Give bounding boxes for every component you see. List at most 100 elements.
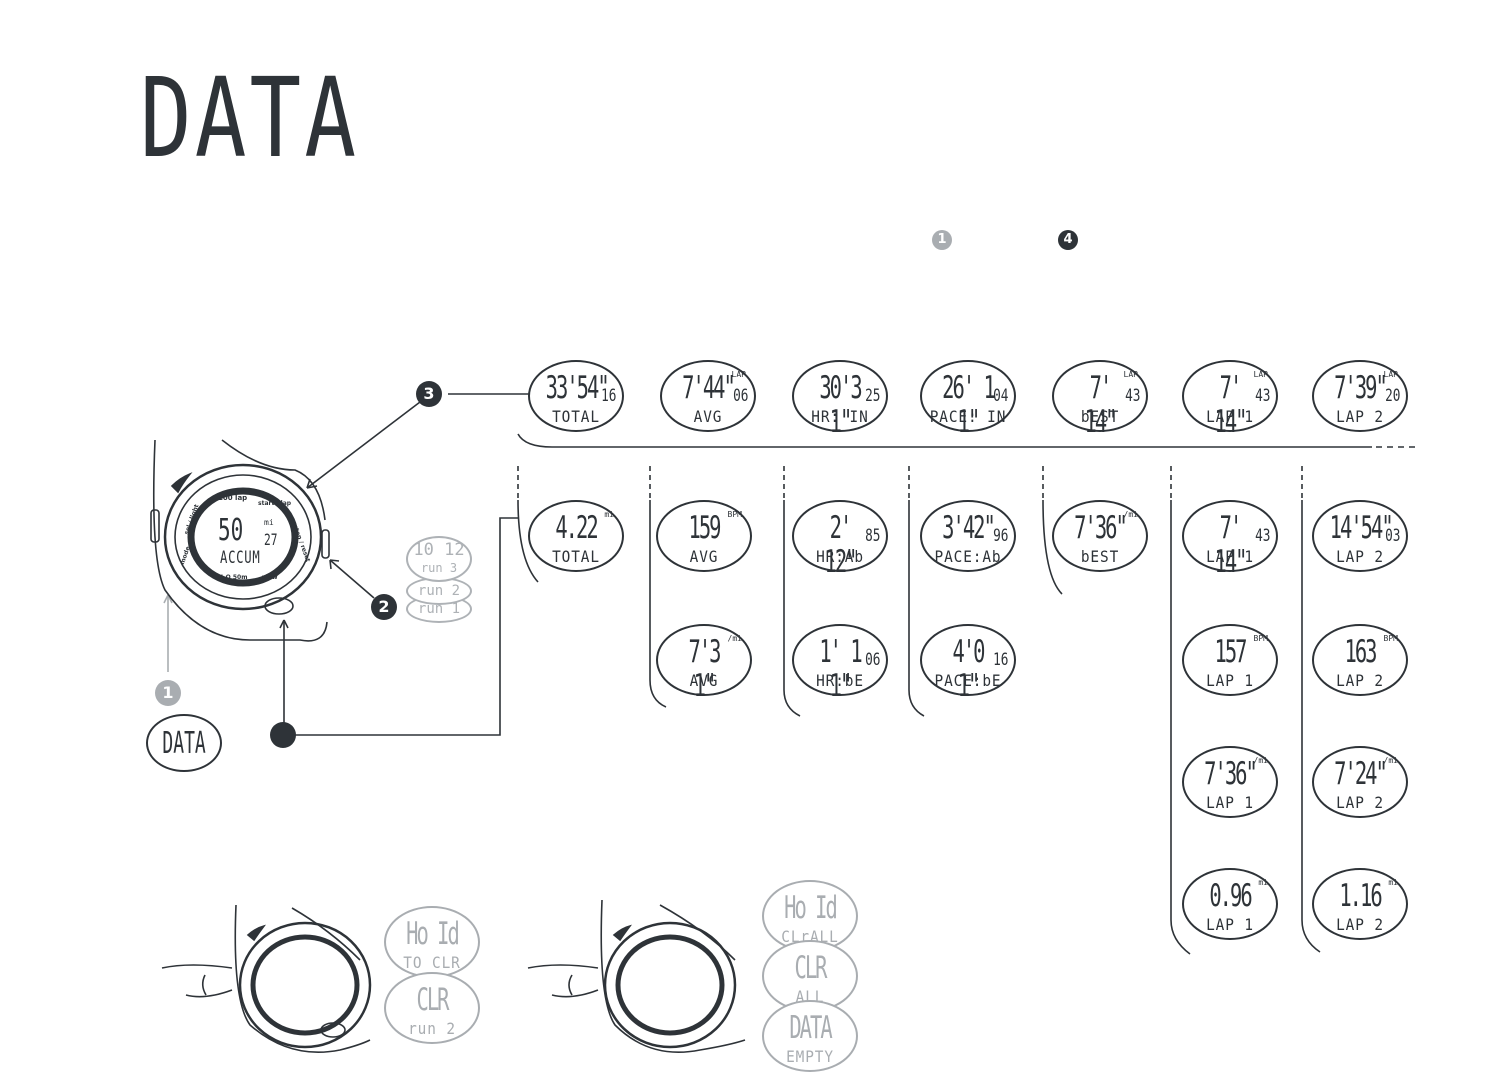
lcd-col6-2-unit: BPM: [1253, 634, 1268, 643]
lcd-col7-1-sub: 03: [1384, 526, 1400, 546]
page-title: DATA: [140, 54, 360, 182]
lcd-top-1-sub: 16: [600, 386, 616, 406]
watch-ring-bottom2: view: [262, 574, 278, 581]
lcd-col6-3-label: LAP 1: [1206, 793, 1254, 812]
run-stack-time: 10 12: [413, 540, 465, 560]
lcd-col7-2-main: 163: [1344, 634, 1377, 670]
lcd-clear-all-1-main: Ho Id: [784, 890, 838, 926]
lcd-col4-1-sub: 96: [992, 526, 1008, 546]
run-stack-item-3: 10 12 run 3: [406, 536, 472, 582]
lcd-col7-4-unit: mi: [1388, 878, 1398, 887]
lcd-col7-4-label: LAP 2: [1336, 915, 1384, 934]
lcd-top-2-main: 7'44": [682, 370, 736, 406]
lcd-top-7-sub: 20: [1384, 386, 1400, 406]
lcd-col6-2-label: LAP 1: [1206, 671, 1254, 690]
lcd-top-6-label: LAP 1: [1206, 407, 1254, 426]
lcd-clear-one-1-label: TO CLR: [403, 953, 461, 972]
lcd-col7-3-unit: /mi: [1383, 756, 1398, 765]
lcd-col7-3-label: LAP 2: [1336, 793, 1384, 812]
lcd-top-1-main: 33'54": [545, 370, 610, 406]
lcd-top-1-label: TOTAL: [552, 407, 600, 426]
lcd-top-4-main: 26' 1 1": [942, 370, 996, 440]
lcd-top-7-main: 7'39": [1334, 370, 1388, 406]
lcd-col1-1-label: TOTAL: [552, 547, 600, 566]
lcd-top-2-label: AVG: [693, 407, 723, 426]
lcd-col5-1-unit: /mi: [1123, 510, 1138, 519]
lcd-col6-3-unit: /mi: [1253, 756, 1268, 765]
lcd-col3-1-sub: 85: [864, 526, 880, 546]
step-badge-3: 3: [416, 381, 442, 407]
lcd-col7-2-label: LAP 2: [1336, 671, 1384, 690]
lcd-col6-2: 157 BPM LAP 1: [1182, 624, 1278, 696]
lcd-col7-1-main: 14'54": [1329, 510, 1394, 546]
lcd-col5-1-main: 7'36": [1074, 510, 1128, 546]
step-badge-4: [270, 722, 296, 748]
lcd-top-3-label: HR: IN: [811, 407, 869, 426]
lcd-col3-2-label: HR:bE: [816, 671, 864, 690]
lcd-col4-1-main: 3'42": [942, 510, 996, 546]
watch-display-main: 50: [218, 513, 244, 548]
lcd-col6-4-label: LAP 1: [1206, 915, 1254, 934]
lcd-col1-1-main: 4.22: [555, 510, 598, 546]
lcd-col6-2-main: 157: [1214, 634, 1247, 670]
lcd-col6-1-sub: 43: [1254, 526, 1270, 546]
lcd-col7-4-main: 1.16: [1339, 878, 1382, 914]
lcd-col7-2-unit: BPM: [1383, 634, 1398, 643]
lcd-top-3-sub: 25: [864, 386, 880, 406]
step-badge-1: 1: [155, 680, 181, 706]
lcd-col6-1-main: 7' 14": [1214, 510, 1247, 580]
lcd-col4-1-label: PACE:Ab: [934, 547, 1002, 566]
step-badge-1-legend: 1: [932, 230, 952, 250]
watch-illustration: [150, 439, 330, 642]
lcd-col3-2-sub: 06: [864, 650, 880, 670]
lcd-clear-all-3-main: DATA: [789, 1010, 832, 1046]
run-stack-label: run 3: [420, 561, 458, 575]
lcd-col6-4-main: 0.96: [1209, 878, 1252, 914]
watch-display-unit: mi: [264, 518, 274, 527]
lcd-col2-1-label: AVG: [689, 547, 719, 566]
lcd-col3-1-main: 2' 12": [824, 510, 857, 580]
lcd-col2-1-main: 159: [688, 510, 721, 546]
lcd-col3-2-main: 1' 1 1": [819, 634, 862, 704]
step-badge-4-legend: 4: [1058, 230, 1078, 250]
watch-ring-bottom: H₂O 50m: [218, 574, 248, 581]
lcd-col2-2-unit: /mi: [727, 634, 742, 643]
lcd-col2-1-unit: BPM: [727, 510, 742, 519]
watch-ring-right: start / lap: [258, 500, 292, 507]
lcd-col2-2-label: AVG: [689, 671, 719, 690]
lcd-top-7-unit: LAP: [1383, 370, 1398, 379]
lcd-col6-3-main: 7'36": [1204, 756, 1258, 792]
watch-display-label: ACCUM: [220, 548, 261, 568]
data-button-legend: DATA: [146, 714, 222, 772]
lcd-clear-one-2-main: CLR: [416, 982, 449, 1018]
lcd-col2-2-main: 7'3 1": [688, 634, 721, 704]
lcd-col3-1-label: HR:Ab: [816, 547, 864, 566]
lcd-col7-1-label: LAP 2: [1336, 547, 1384, 566]
lcd-top-5-label: bEST: [1080, 407, 1120, 426]
lcd-top-2-sub: 06: [732, 386, 748, 406]
lcd-top-5-unit: LAP: [1123, 370, 1138, 379]
lcd-col4-2-label: PACE:bE: [934, 671, 1002, 690]
lcd-top-5-main: 7' 14": [1084, 370, 1117, 440]
watch-ring-top: 100 lap: [218, 494, 248, 502]
data-button-label: DATA: [162, 726, 206, 761]
